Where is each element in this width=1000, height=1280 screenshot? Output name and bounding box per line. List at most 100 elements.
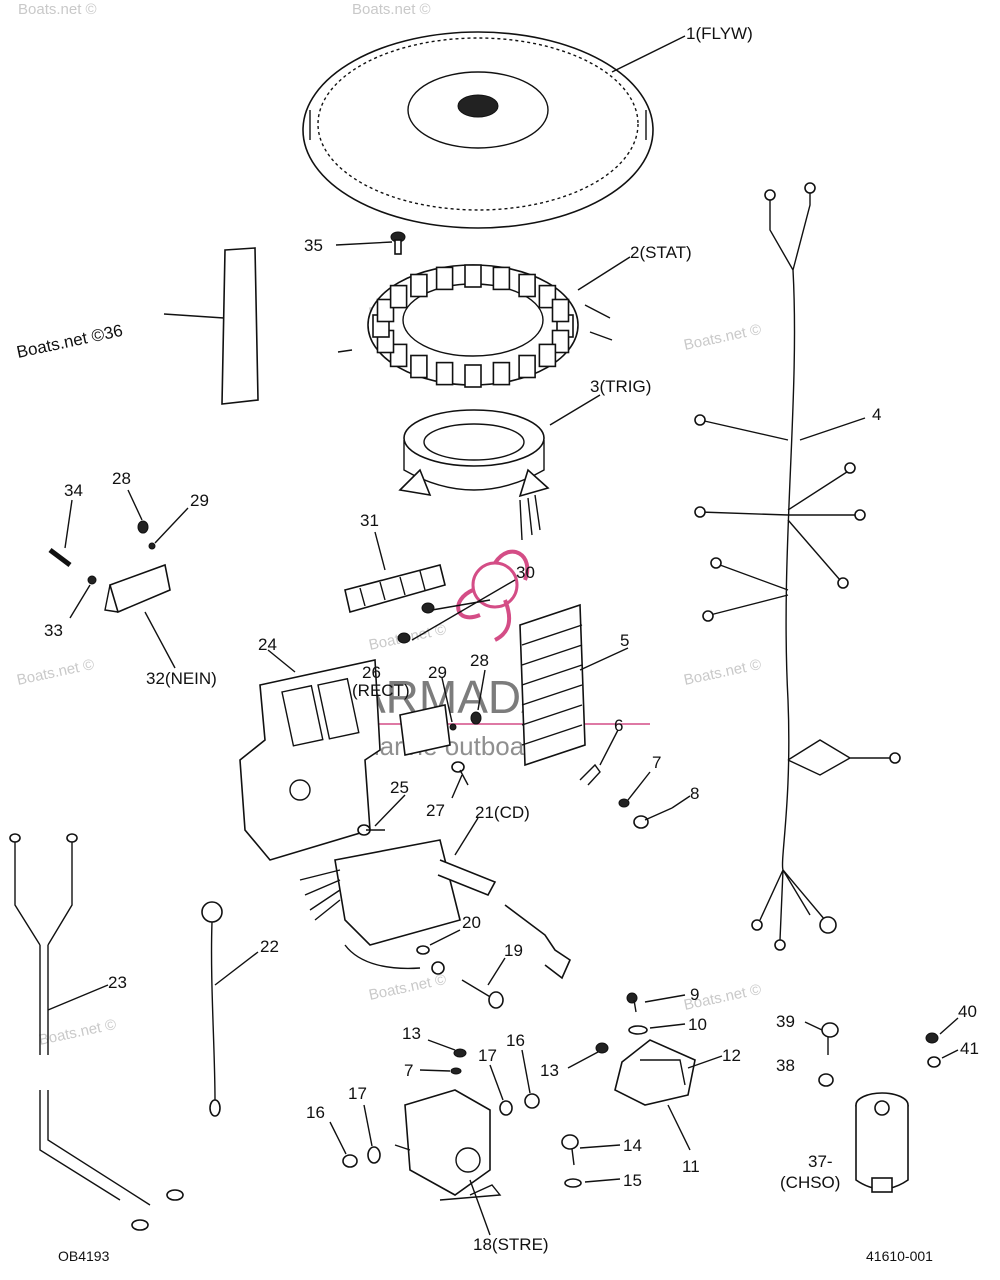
- part-cd-module: [299, 839, 572, 980]
- label-7-lower: 7: [404, 1061, 413, 1080]
- label-29-lower: 29: [428, 663, 447, 682]
- leader-23: [47, 984, 109, 1011]
- stator-coil: [464, 364, 482, 388]
- part-nut-33: [87, 575, 97, 585]
- part-screw-35: [390, 231, 406, 255]
- stator-coil: [551, 298, 570, 323]
- leader-9: [644, 994, 686, 1003]
- stator-coil: [538, 343, 557, 368]
- part-rectifier: [399, 704, 451, 756]
- part-battery-cable: [9, 833, 184, 1231]
- part-washer-38: [818, 1073, 834, 1087]
- part-washer-17-right: [499, 1100, 513, 1116]
- part-nut-13-right: [595, 1042, 609, 1054]
- leader-13-right: [567, 1051, 599, 1069]
- stator-coil: [389, 284, 408, 309]
- stator-coil: [410, 354, 428, 379]
- label-30: 30: [516, 563, 535, 582]
- leader-14: [579, 1144, 621, 1149]
- leader-22: [214, 951, 259, 986]
- label-31: 31: [360, 511, 379, 530]
- label-26: 26: [362, 663, 381, 682]
- part-neutral-interlock: [104, 563, 171, 614]
- leader-5: [579, 647, 629, 671]
- label-6: 6: [614, 716, 623, 735]
- label-7-upper: 7: [652, 753, 661, 772]
- leader-16-left: [329, 1121, 347, 1155]
- leader-7-lower: [419, 1069, 451, 1072]
- stator-coil: [410, 273, 428, 298]
- part-regulator: [614, 1039, 696, 1106]
- leader-40: [939, 1017, 959, 1035]
- part-washer-29-lower: [449, 723, 457, 731]
- label-28-upper: 28: [112, 469, 131, 488]
- leader-18: [469, 1179, 491, 1236]
- label-17-right: 17: [478, 1046, 497, 1065]
- label-41: 41: [960, 1039, 979, 1058]
- stator-coil: [518, 354, 536, 379]
- part-ground-cable: [201, 901, 223, 1117]
- watermark-text: Boats.net ©: [352, 1, 431, 18]
- part-nut-7-upper: [618, 798, 630, 808]
- part-clip-6: [579, 763, 601, 786]
- stator-coil: [435, 266, 454, 291]
- leader-35: [335, 241, 393, 246]
- leader-4: [799, 417, 866, 441]
- leader-31: [374, 531, 386, 571]
- watermark-text: Boats.net ©: [682, 656, 762, 689]
- leader-34: [64, 499, 73, 549]
- leader-28-upper: [127, 489, 143, 521]
- leader-32: [144, 611, 176, 669]
- leader-3: [549, 394, 601, 426]
- label-37: 37-: [808, 1152, 833, 1171]
- part-nut-13-left: [453, 1048, 467, 1058]
- label-3: 3(TRIG): [590, 377, 651, 396]
- leader-21: [454, 817, 479, 856]
- stator-coil: [492, 266, 511, 291]
- label-5: 5: [620, 631, 629, 650]
- leader-6: [599, 729, 619, 766]
- label-20: 20: [462, 913, 481, 932]
- label-25: 25: [390, 778, 409, 797]
- stator-coil: [551, 329, 570, 354]
- leader-17-left: [363, 1104, 373, 1147]
- leader-11: [667, 1104, 691, 1151]
- part-nut-40: [925, 1032, 939, 1044]
- drawing-code-left: OB4193: [58, 1248, 110, 1264]
- part-stator: [337, 264, 613, 388]
- leader-33: [69, 584, 91, 619]
- label-35: 35: [304, 236, 323, 255]
- stator-coil: [464, 264, 482, 288]
- label-18: 18(STRE): [473, 1235, 549, 1254]
- stator-coil: [376, 298, 395, 323]
- logo-title: ARMADA: [355, 671, 552, 723]
- label-8: 8: [690, 784, 699, 803]
- watermark-text: Boats.net ©: [15, 656, 95, 689]
- label-27: 27: [426, 801, 445, 820]
- label-39: 39: [776, 1012, 795, 1031]
- label-38: 38: [776, 1056, 795, 1075]
- leader-28-lower: [477, 669, 486, 711]
- label-9: 9: [690, 985, 699, 1004]
- stator-coils: [372, 264, 574, 388]
- label-15: 15: [623, 1171, 642, 1190]
- label-36: Boats.net ©36: [15, 321, 125, 362]
- part-choke-solenoid: [855, 1092, 909, 1193]
- label-17-left: 17: [348, 1084, 367, 1103]
- leader-41: [941, 1049, 959, 1059]
- label-29-upper: 29: [190, 491, 209, 510]
- label-2: 2(STAT): [630, 243, 692, 262]
- part-screw-14: [561, 1134, 579, 1166]
- part-screw-25: [357, 824, 385, 836]
- label-11: 11: [682, 1157, 700, 1176]
- watermark-text: Boats.net ©: [367, 971, 447, 1004]
- watermark-text: Boats.net ©: [682, 321, 762, 354]
- leader-2: [577, 256, 631, 291]
- leader-29-upper: [154, 507, 189, 544]
- stator-coil: [518, 273, 536, 298]
- label-40: 40: [958, 1002, 977, 1021]
- part-screw-9: [626, 992, 638, 1013]
- part-washer-10: [628, 1025, 648, 1035]
- label-13-left: 13: [402, 1024, 421, 1043]
